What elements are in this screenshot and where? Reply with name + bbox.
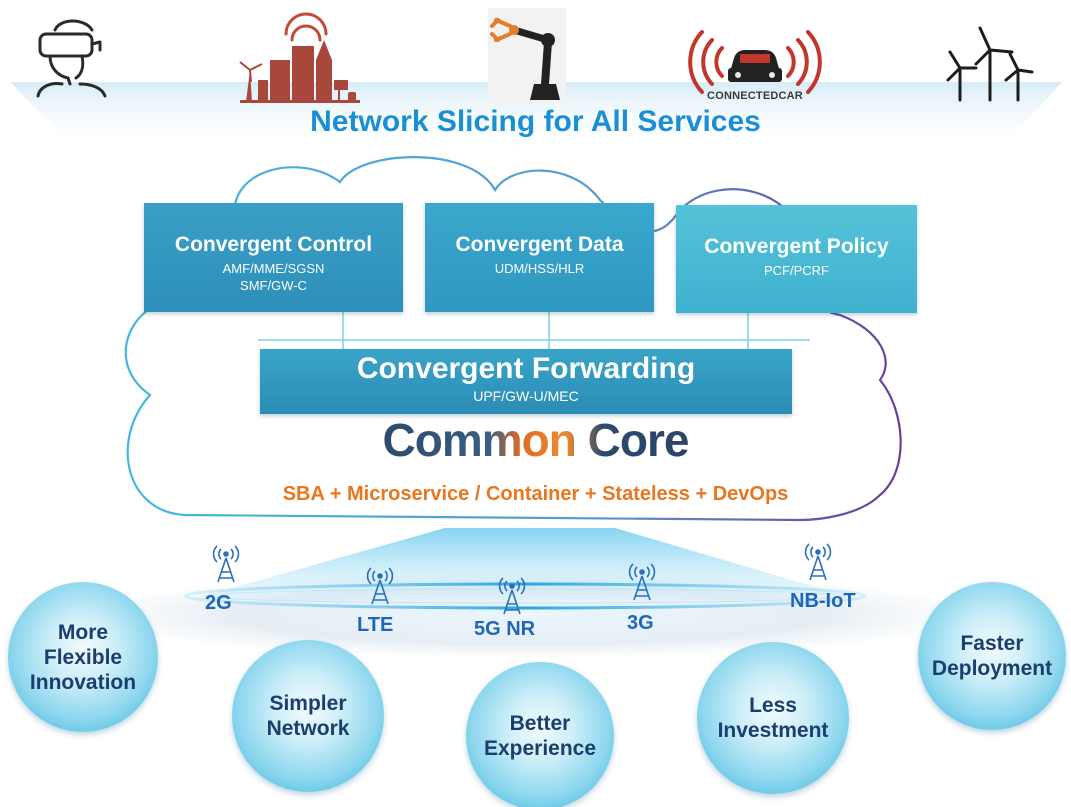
box-title: Convergent Policy bbox=[704, 235, 889, 258]
convergent-policy-box: Convergent Policy PCF/PCRF bbox=[676, 205, 917, 313]
benefit-sphere-better-experience: Better Experience bbox=[466, 662, 614, 807]
access-label-3g: 3G bbox=[627, 612, 654, 634]
box-title: Convergent Forwarding bbox=[356, 352, 696, 385]
light-beam bbox=[190, 528, 860, 600]
antenna-icon bbox=[804, 543, 832, 581]
box-line: SMF/GW-C bbox=[240, 278, 307, 293]
benefit-sphere-faster-deployment: Faster Deployment bbox=[918, 582, 1066, 730]
antenna-icon bbox=[366, 567, 394, 605]
box-title: Convergent Data bbox=[455, 233, 624, 256]
convergent-control-box: Convergent Control AMF/MME/SGSN SMF/GW-C bbox=[144, 203, 403, 312]
antenna-icon bbox=[498, 577, 526, 615]
convergent-data-box: Convergent Data UDM/HSS/HLR bbox=[425, 203, 654, 312]
box-line: UPF/GW-U/MEC bbox=[473, 388, 579, 404]
antenna-icon bbox=[628, 563, 656, 601]
benefit-line: More bbox=[57, 620, 109, 644]
benefit-line: Investment bbox=[717, 719, 829, 742]
access-label-5g-nr: 5G NR bbox=[474, 618, 536, 640]
access-label-lte: LTE bbox=[357, 614, 394, 636]
common-core-title: Common Core bbox=[0, 413, 1071, 467]
connected-car-logo-text: CONNECTEDCAR bbox=[707, 90, 803, 102]
benefit-sphere-simpler-network: Simpler Network bbox=[232, 640, 384, 792]
wind-turbines-icon bbox=[946, 26, 1034, 102]
tech-stack-line: SBA + Microservice / Container + Statele… bbox=[282, 483, 789, 505]
benefit-line: Deployment bbox=[931, 657, 1053, 680]
benefit-sphere-less-investment: Less Investment bbox=[697, 642, 849, 794]
benefit-line: Better bbox=[509, 712, 571, 735]
access-label-nb-iot: NB-IoT bbox=[790, 590, 856, 612]
box-title: Convergent Control bbox=[174, 233, 373, 256]
robot-arm-icon bbox=[488, 8, 566, 103]
benefit-line: Experience bbox=[483, 737, 597, 760]
common-core-title-text: Common Core bbox=[382, 414, 690, 466]
vr-headset-icon bbox=[36, 19, 107, 98]
antenna-icon bbox=[212, 545, 240, 583]
box-line: AMF/MME/SGSN bbox=[222, 261, 325, 276]
benefit-line: Flexible bbox=[43, 645, 123, 669]
smart-city-icon bbox=[239, 40, 360, 103]
benefit-sphere-flexible-innovation: More Flexible Innovation bbox=[8, 582, 158, 732]
benefit-line: Simpler bbox=[269, 692, 347, 715]
benefit-line: Faster bbox=[960, 632, 1024, 655]
box-line: UDM/HSS/HLR bbox=[494, 261, 585, 276]
convergent-forwarding-box: Convergent Forwarding UPF/GW-U/MEC bbox=[260, 349, 792, 414]
banner-title: Network Slicing for All Services bbox=[310, 105, 761, 138]
benefit-line: Innovation bbox=[29, 670, 137, 694]
access-label-2g: 2G bbox=[205, 592, 232, 614]
box-line: PCF/PCRF bbox=[764, 263, 829, 278]
benefit-line: Network bbox=[266, 717, 350, 740]
connected-car-icon bbox=[688, 30, 822, 94]
benefit-line: Less bbox=[749, 694, 797, 717]
